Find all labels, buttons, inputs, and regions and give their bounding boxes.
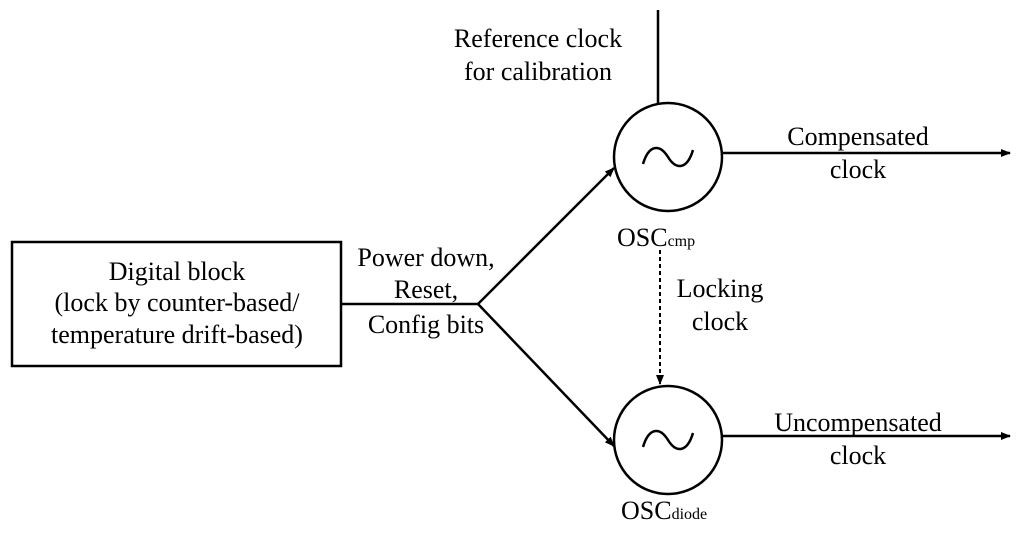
control-signal-config-bits: Config bits <box>368 310 484 339</box>
osc-cmp-sine-icon <box>641 146 695 168</box>
compensated-clock-label-1: Compensated <box>787 122 929 151</box>
osc-cmp-label: OSCcmp <box>617 223 695 252</box>
osc-diode-label: OSCdiode <box>621 496 707 525</box>
control-signal-reset: Reset, <box>394 275 458 304</box>
arrow-to-osc-diode <box>477 303 615 447</box>
digital-block-subtitle-1: (lock by counter-based/ <box>55 288 301 317</box>
locking-clock-label-2: clock <box>692 307 748 336</box>
digital-block-title: Digital block <box>109 257 245 286</box>
uncompensated-clock-label-2: clock <box>830 441 886 470</box>
osc-diode-sine-icon <box>641 429 695 451</box>
arrow-to-osc-cmp <box>477 167 615 305</box>
reference-clock-label-1: Reference clock <box>454 24 622 53</box>
uncompensated-clock-label-1: Uncompensated <box>774 408 942 437</box>
digital-block-subtitle-2: temperature drift-based) <box>51 320 303 349</box>
reference-clock-label-2: for calibration <box>464 57 612 86</box>
compensated-clock-label-2: clock <box>830 155 886 184</box>
control-signal-power-down: Power down, <box>357 243 494 272</box>
locking-clock-label-1: Locking <box>677 274 764 303</box>
